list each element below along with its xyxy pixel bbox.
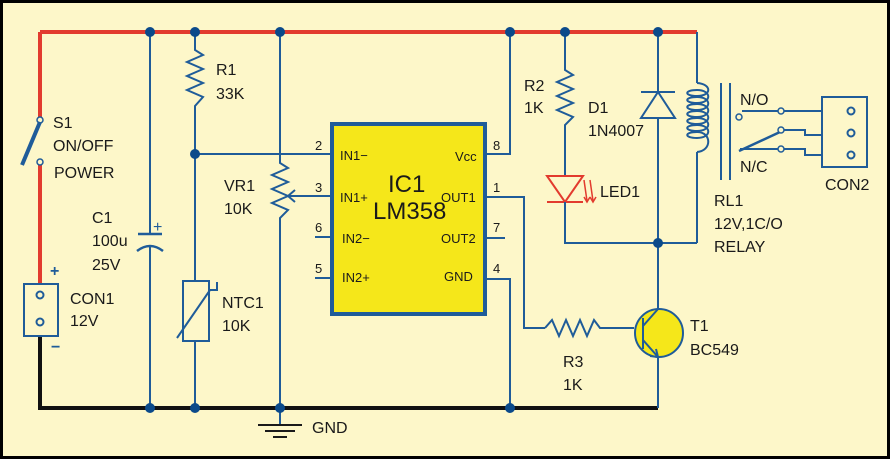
ground-rail <box>38 335 658 410</box>
ic1-pin-3-name: IN1+ <box>340 190 368 205</box>
junction-dot <box>560 27 570 37</box>
r3-ref-label: R3 <box>563 354 584 371</box>
vr1-ref-label: VR1 <box>224 178 255 195</box>
junction-dot <box>275 27 285 37</box>
ic1-pin-6-number: 6 <box>315 220 322 235</box>
s1-ref-label: S1 <box>53 115 73 132</box>
rl1-no-label: N/O <box>740 92 768 109</box>
ic1-pin-6-name: IN2− <box>342 231 370 246</box>
s1-function-label: ON/OFF <box>53 138 114 155</box>
gnd-label: GND <box>312 420 348 437</box>
t1-ref-label: T1 <box>690 318 709 335</box>
junction-dot <box>505 27 515 37</box>
c1-value-label: 100u <box>92 233 128 250</box>
ic1-pin-8-name: Vcc <box>455 149 477 164</box>
junction-dot <box>190 149 200 159</box>
schematic-canvas: S1 ON/OFF POWER + − CON1 12V + C1 100u 2… <box>3 3 887 456</box>
junction-dot <box>653 27 663 37</box>
con1-minus-sign: − <box>51 339 60 356</box>
ic1-pin-3-number: 3 <box>315 180 322 195</box>
junction-dot <box>653 238 663 248</box>
ntc1-value-label: 10K <box>222 318 251 335</box>
resistor-r3 <box>544 317 634 339</box>
circuit-diagram: S1 ON/OFF POWER + − CON1 12V + C1 100u 2… <box>20 27 870 438</box>
con1-value-label: 12V <box>70 313 99 330</box>
t1-value-label: BC549 <box>690 342 739 359</box>
con1-plus-sign: + <box>50 263 59 280</box>
r1-ref-label: R1 <box>216 62 237 79</box>
connector-con1 <box>23 283 59 337</box>
resistor-r1 <box>184 32 206 154</box>
ic1-pin-8-number: 8 <box>493 138 500 153</box>
ic1-pin-2-number: 2 <box>315 138 322 153</box>
junction-dot <box>275 403 285 413</box>
rl1-ref-label: RL1 <box>714 193 743 210</box>
junction-dot <box>505 403 515 413</box>
ic1-pin-5-number: 5 <box>315 261 322 276</box>
r2-ref-label: R2 <box>524 78 545 95</box>
junction-dot <box>190 403 200 413</box>
ic1-lm358 <box>315 32 545 408</box>
junction-dot <box>190 27 200 37</box>
ic1-part-label: LM358 <box>373 198 446 225</box>
vr1-value-label: 10K <box>224 201 253 218</box>
c1-polarity-sign: + <box>153 219 162 236</box>
ic1-pin-5-name: IN2+ <box>342 270 370 285</box>
junction-dot <box>145 403 155 413</box>
c1-rating-label: 25V <box>92 257 121 274</box>
ic1-ref-label: IC1 <box>388 171 425 198</box>
resistor-r2 <box>554 32 576 176</box>
ntc1-ref-label: NTC1 <box>222 295 264 312</box>
c1-ref-label: C1 <box>92 210 113 227</box>
ic1-pin-1-number: 1 <box>493 180 500 195</box>
transistor-t1 <box>634 290 684 408</box>
con1-ref-label: CON1 <box>70 291 115 308</box>
rl1-value-label: 12V,1C/O <box>714 216 783 233</box>
con2-ref-label: CON2 <box>825 177 870 194</box>
switch-s1 <box>20 116 44 166</box>
r1-value-label: 33K <box>216 86 245 103</box>
ic1-pin-2-name: IN1− <box>340 148 368 163</box>
led1-ref-label: LED1 <box>600 184 640 201</box>
r2-value-label: 1K <box>524 100 544 117</box>
junction-dots <box>145 27 663 413</box>
ic1-pin-4-name: GND <box>444 269 473 284</box>
junction-dot <box>145 27 155 37</box>
d1-ref-label: D1 <box>588 100 609 117</box>
potentiometer-vr1 <box>269 32 332 408</box>
thermistor-ntc1 <box>176 154 218 408</box>
rl1-nc-label: N/C <box>740 159 768 176</box>
r3-value-label: 1K <box>563 377 583 394</box>
ic1-pin-4-number: 4 <box>493 261 500 276</box>
ic1-pin-1-name: OUT1 <box>441 190 476 205</box>
rl1-type-label: RELAY <box>714 239 766 256</box>
ic1-pin-7-number: 7 <box>493 220 500 235</box>
relay-rl1 <box>686 32 822 243</box>
s1-power-label: POWER <box>54 165 114 182</box>
connector-con2 <box>821 96 868 168</box>
d1-value-label: 1N4007 <box>588 123 644 140</box>
capacitor-c1 <box>136 32 164 408</box>
ic1-pin-7-name: OUT2 <box>441 231 476 246</box>
